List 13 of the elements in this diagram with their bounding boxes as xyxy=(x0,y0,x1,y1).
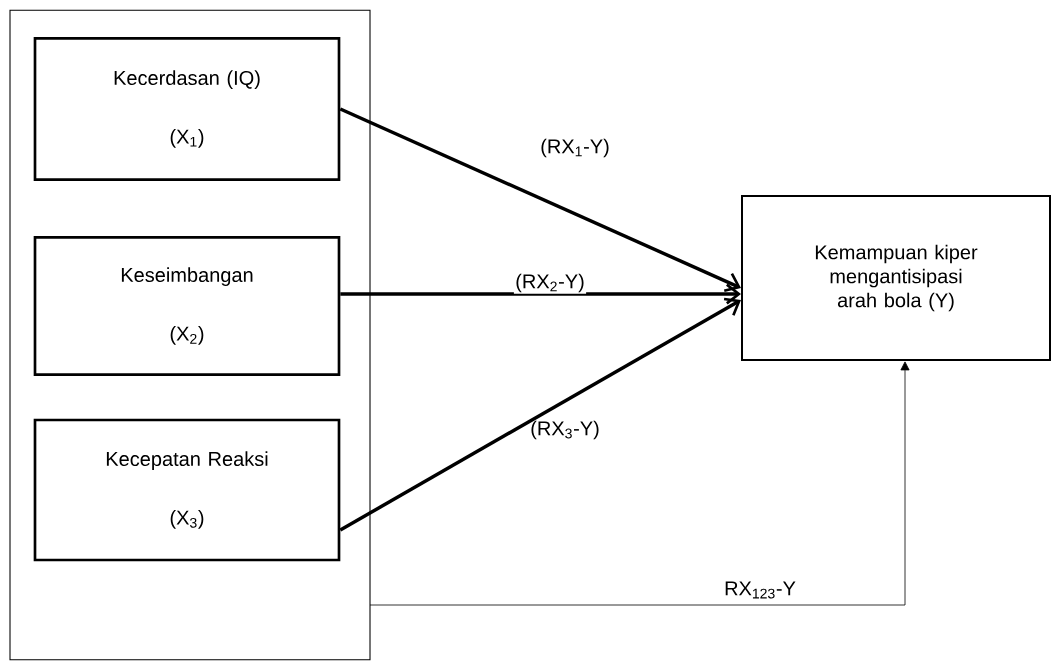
arrow xyxy=(369,361,910,606)
edge-label: RX$_{123}$-Y xyxy=(725,581,796,599)
arrow xyxy=(339,297,741,532)
variable-box: Kecepatan Reaksi (X$_{3}$) xyxy=(33,418,341,562)
group-box xyxy=(9,9,371,661)
variable-box: Keseimbangan (X$_{2}$) xyxy=(33,236,341,376)
edge-label: (RX$_{2}$-Y) xyxy=(516,273,584,293)
arrow xyxy=(339,107,741,293)
outcome-box: Kemampuan kiper mengantisipasi arah bola (Y) xyxy=(741,195,1051,361)
arrow xyxy=(340,283,741,305)
variable-box: Kecerdasan (IQ) (X$_{1}$) xyxy=(33,37,341,181)
edge-label: (RX$_{1}$-Y) xyxy=(541,138,609,158)
edge-label: (RX$_{3}$-Y) xyxy=(531,420,599,440)
